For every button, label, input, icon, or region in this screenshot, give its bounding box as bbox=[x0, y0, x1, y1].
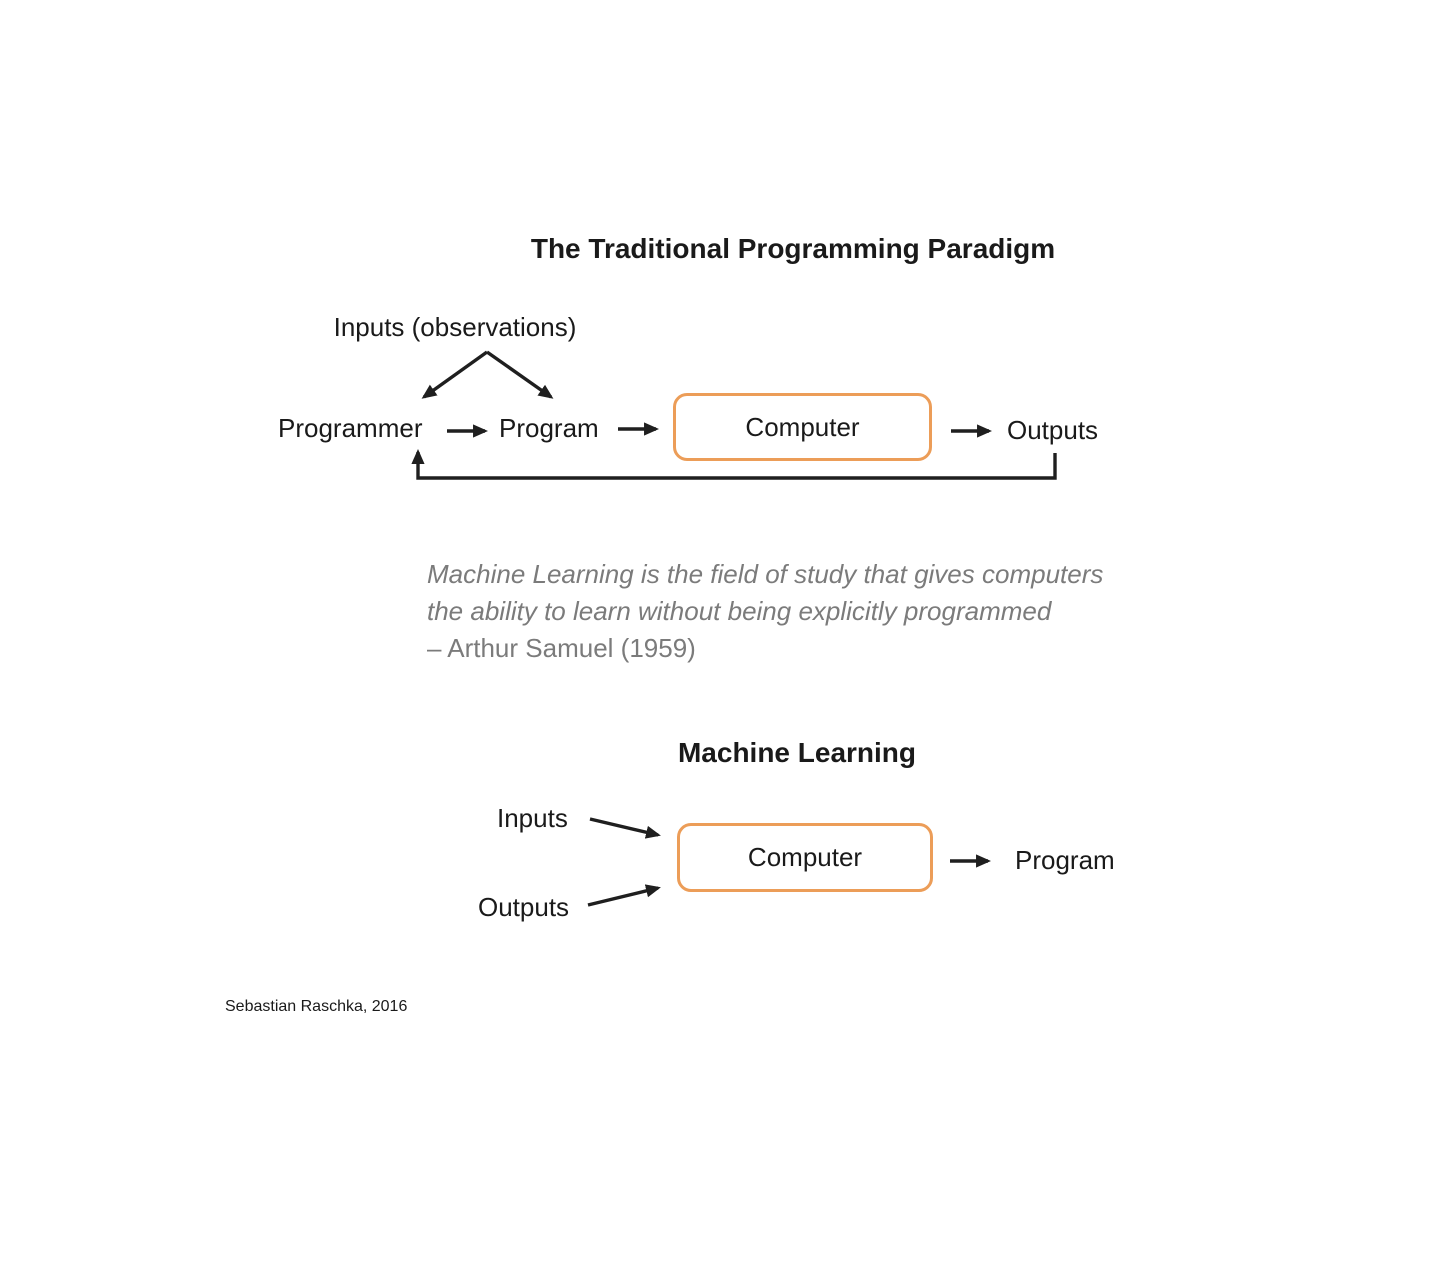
arrow-inputs-to-program bbox=[486, 350, 554, 399]
outputs-label-traditional: Outputs bbox=[1007, 415, 1099, 445]
quote-line-1: Machine Learning is the field of study t… bbox=[427, 559, 1104, 589]
quote-attribution: – Arthur Samuel (1959) bbox=[427, 633, 696, 663]
arrow-inputs-to-programmer bbox=[421, 350, 488, 399]
inputs-label-ml: Inputs bbox=[497, 803, 568, 833]
outputs-label-ml: Outputs bbox=[478, 892, 570, 922]
feedback-line-outputs-to-programmer bbox=[411, 449, 1057, 480]
computer-box-traditional: Computer bbox=[673, 393, 932, 461]
arrow-ml-outputs-to-computer bbox=[587, 884, 661, 907]
quote-line-2: the ability to learn without being expli… bbox=[427, 596, 1052, 626]
computer-box-label: Computer bbox=[745, 411, 860, 442]
program-label-ml: Program bbox=[1015, 845, 1115, 875]
inputs-observations-label: Inputs (observations) bbox=[333, 312, 577, 342]
machine-learning-title: Machine Learning bbox=[677, 737, 917, 768]
author-credit: Sebastian Raschka, 2016 bbox=[225, 998, 408, 1015]
computer-box-label: Computer bbox=[747, 842, 863, 872]
arthur-samuel-quote: Machine Learning is the field of study t… bbox=[427, 556, 1103, 667]
arrow-ml-inputs-to-computer bbox=[589, 817, 661, 839]
program-label-traditional: Program bbox=[499, 413, 599, 443]
traditional-paradigm-title: The Traditional Programming Paradigm bbox=[530, 233, 1056, 264]
computer-box-ml: Computer bbox=[677, 823, 933, 892]
programmer-label: Programmer bbox=[278, 413, 423, 443]
